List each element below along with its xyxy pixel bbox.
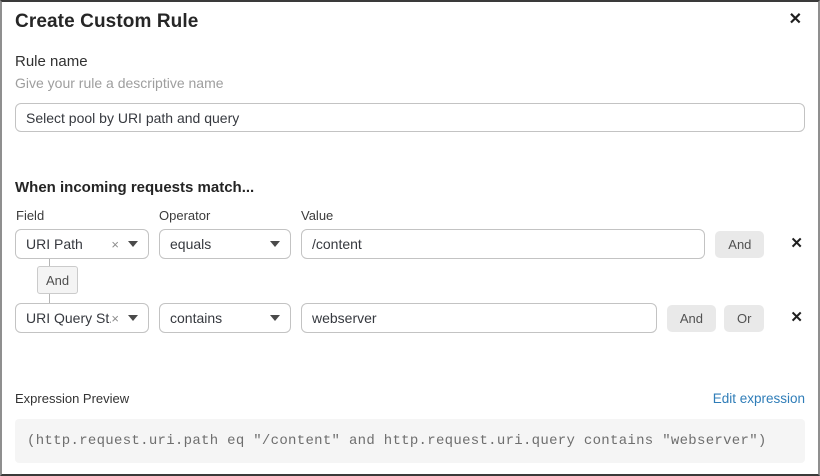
- value-column-label: Value: [301, 208, 334, 223]
- or-button[interactable]: Or: [723, 304, 765, 332]
- connector-line: [49, 259, 50, 266]
- clear-selection-icon[interactable]: ×: [111, 310, 119, 326]
- expression-preview-label: Expression Preview: [15, 391, 130, 406]
- rule-name-input[interactable]: [15, 103, 805, 132]
- field-column-label: Field: [16, 208, 45, 223]
- remove-condition-icon[interactable]: ✕: [790, 309, 803, 326]
- expression-code-text: (http.request.uri.path eq "/content" and…: [27, 433, 767, 449]
- expression-code-block: (http.request.uri.path eq "/content" and…: [15, 419, 805, 463]
- operator-select[interactable]: contains: [159, 303, 291, 333]
- condition-row: URI Path × equals And ✕: [15, 229, 805, 259]
- rule-name-helper-text: Give your rule a descriptive name: [15, 75, 224, 91]
- connector-line: [49, 294, 50, 303]
- field-select[interactable]: URI Query St... ×: [15, 303, 149, 333]
- field-select[interactable]: URI Path ×: [15, 229, 149, 259]
- value-input[interactable]: [301, 229, 706, 259]
- page-title: Create Custom Rule: [15, 11, 199, 32]
- condition-column-labels: Field Operator Value: [15, 207, 805, 224]
- connector-and-badge: And: [37, 266, 79, 294]
- match-section-heading: When incoming requests match...: [15, 179, 255, 196]
- logic-button-group: And Or: [666, 304, 765, 332]
- expression-preview-bar: Expression Preview Edit expression: [15, 390, 805, 407]
- field-select-value: URI Query St...: [26, 310, 111, 326]
- and-button[interactable]: And: [715, 230, 765, 258]
- condition-connector: And: [37, 259, 805, 303]
- chevron-down-icon: [128, 241, 138, 247]
- chevron-down-icon: [128, 315, 138, 321]
- chevron-down-icon: [270, 241, 280, 247]
- chevron-down-icon: [270, 315, 280, 321]
- condition-row: URI Query St... × contains And Or ✕: [15, 303, 805, 333]
- edit-expression-link[interactable]: Edit expression: [712, 391, 805, 406]
- logic-button-group: And: [715, 230, 765, 258]
- rule-name-label: Rule name: [15, 53, 88, 70]
- operator-column-label: Operator: [159, 208, 211, 223]
- and-button[interactable]: And: [666, 304, 716, 332]
- operator-select-value: contains: [170, 310, 223, 326]
- field-select-value: URI Path: [26, 236, 83, 252]
- clear-selection-icon[interactable]: ×: [111, 236, 119, 252]
- operator-select-value: equals: [170, 236, 212, 252]
- operator-select[interactable]: equals: [159, 229, 291, 259]
- close-icon[interactable]: ✕: [787, 9, 804, 31]
- remove-condition-icon[interactable]: ✕: [790, 235, 803, 252]
- value-input[interactable]: [301, 303, 657, 333]
